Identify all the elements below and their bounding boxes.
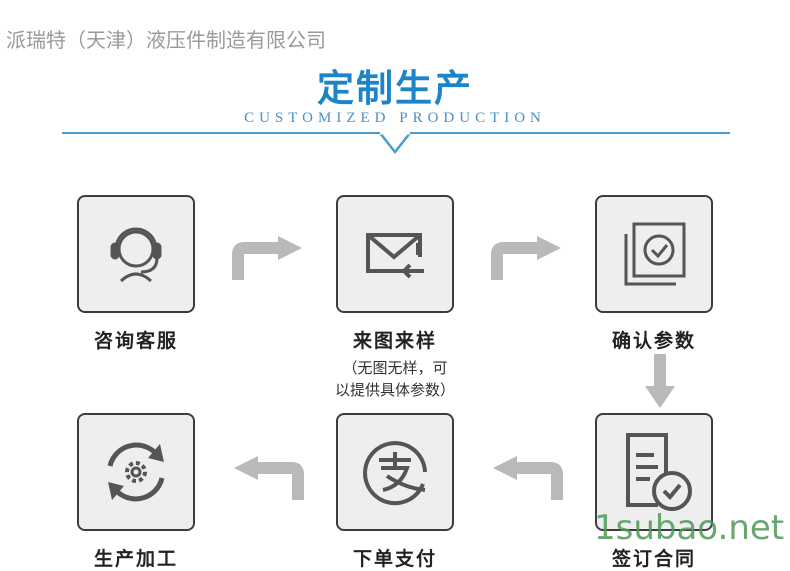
mail-icon: [366, 233, 424, 279]
alipay-icon: [363, 441, 427, 506]
step-label: 下单支付: [352, 548, 437, 570]
contract-icon: [626, 433, 692, 511]
step-send-drawing: [336, 195, 454, 313]
step-production: [77, 413, 195, 531]
step-contract: [595, 413, 713, 531]
page-subtitle: CUSTOMIZED PRODUCTION: [244, 110, 546, 126]
arrow-down-icon: [645, 354, 675, 408]
arrow-right-icon: [491, 236, 561, 280]
page-title: 定制生产: [317, 67, 473, 110]
step-label: 签订合同: [611, 548, 696, 570]
step-payment: [336, 413, 454, 531]
divider-notch: [379, 131, 411, 155]
step-label: 咨询客服: [93, 330, 178, 352]
step-label: 来图来样: [352, 330, 437, 352]
arrow-right-icon: [232, 236, 302, 280]
step-label: 确认参数: [611, 330, 696, 352]
step-note: （无图无样，可: [342, 359, 448, 377]
step-note: 以提供具体参数）: [334, 381, 455, 399]
gear-cycle-icon: [107, 442, 165, 502]
arrow-left-icon: [234, 456, 304, 500]
step-consult: [77, 195, 195, 313]
headset-icon: [110, 227, 162, 283]
step-label: 生产加工: [93, 548, 178, 570]
watermark: 1subao.net: [594, 508, 785, 548]
arrow-left-icon: [493, 456, 563, 500]
check-docs-icon: [624, 222, 686, 286]
step-confirm: [595, 195, 713, 313]
company-name: 派瑞特（天津）液压件制造有限公司: [6, 28, 326, 52]
